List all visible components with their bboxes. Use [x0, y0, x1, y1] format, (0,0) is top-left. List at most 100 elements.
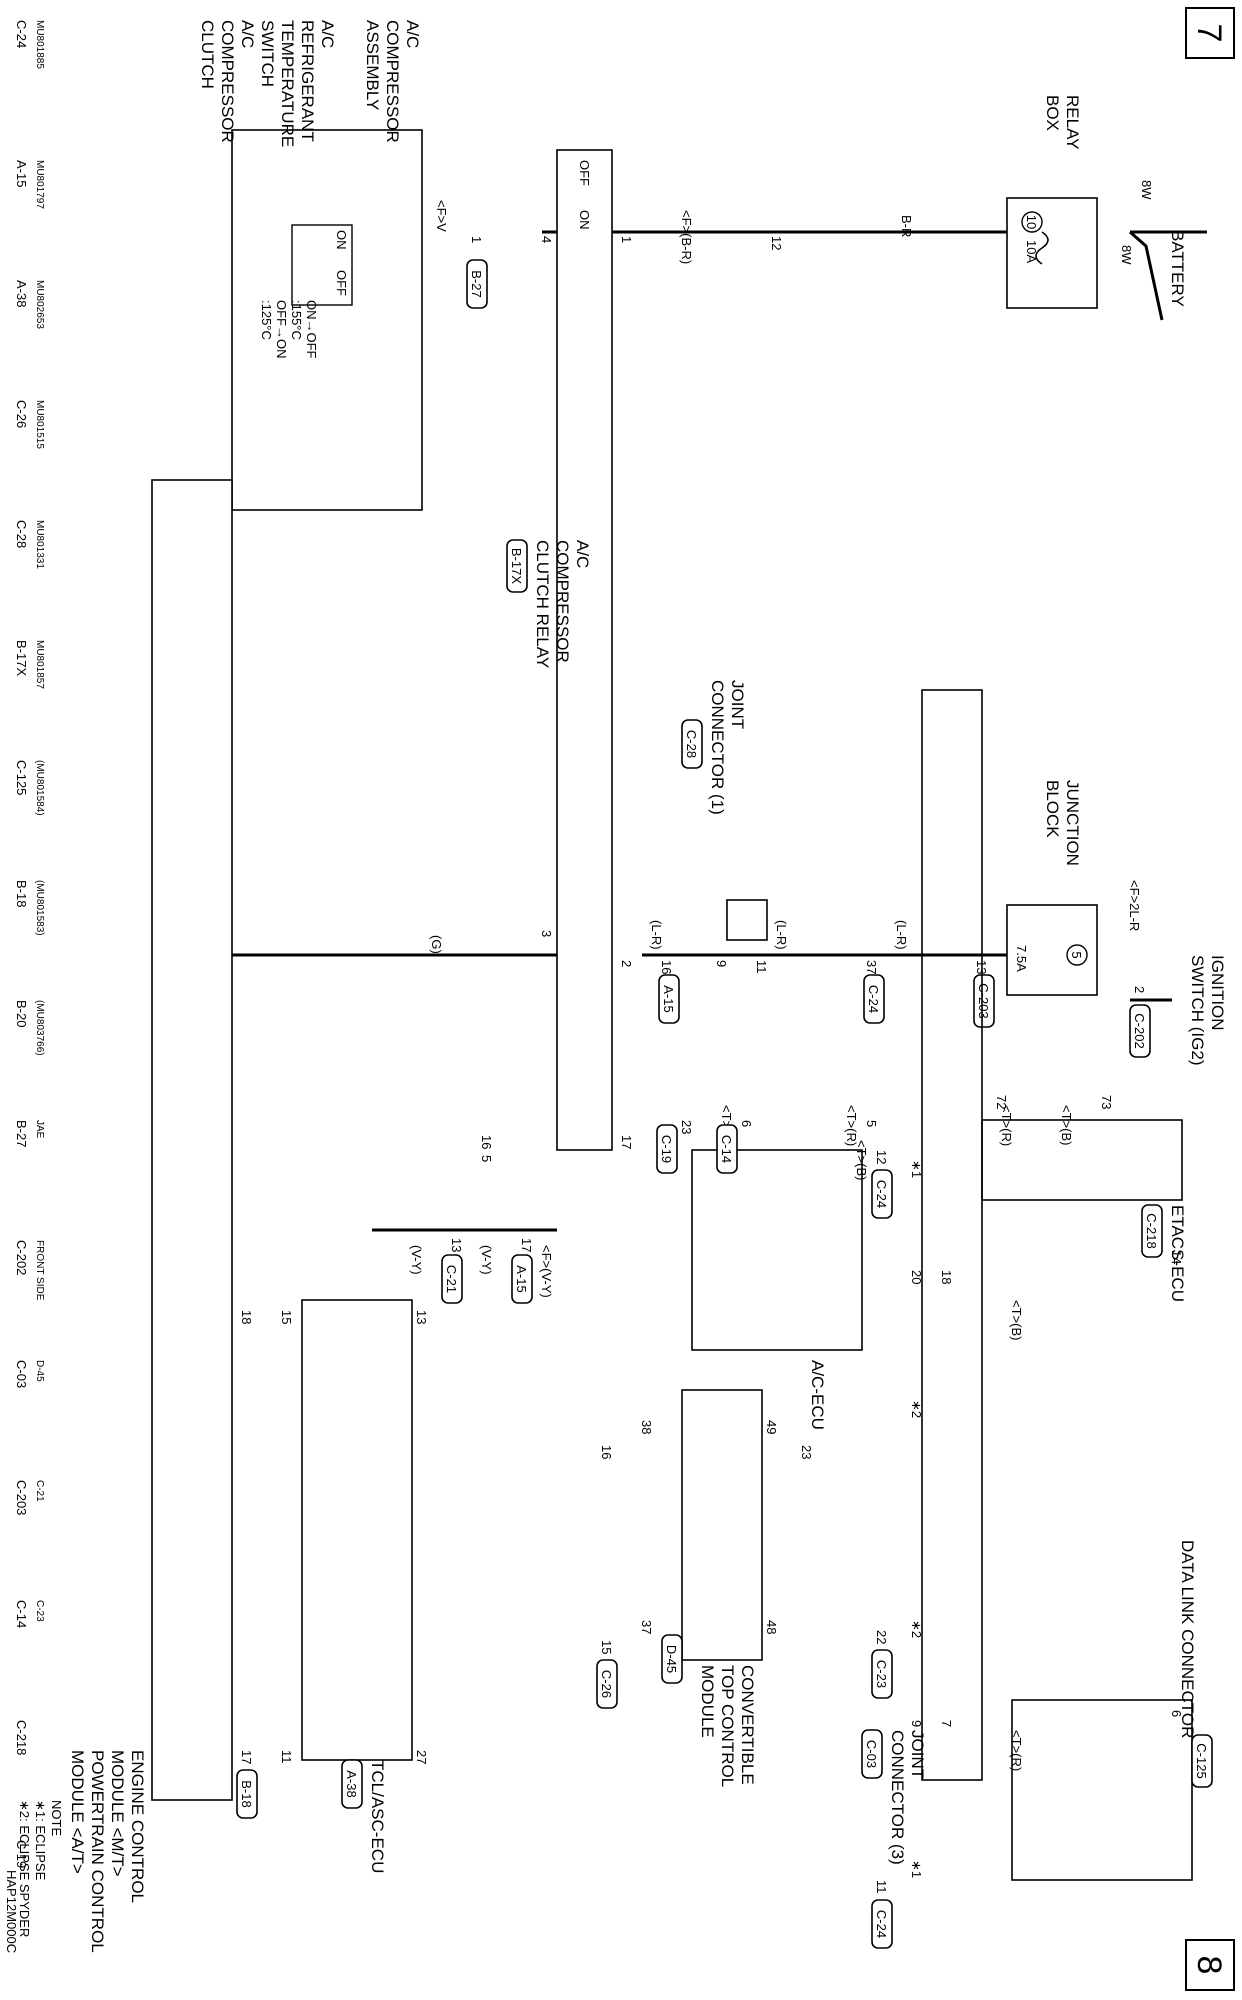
- svg-text:POWERTRAIN CONTROL: POWERTRAIN CONTROL: [88, 1750, 107, 1953]
- connector-tag-c202: C-202: [1129, 1004, 1151, 1058]
- svg-text:COMPRESSOR: COMPRESSOR: [218, 20, 237, 143]
- svg-text:<T>(R): <T>(R): [1009, 1730, 1024, 1771]
- svg-text:7: 7: [939, 1720, 954, 1727]
- svg-text:OFF: OFF: [334, 270, 349, 296]
- svg-text:ON: ON: [577, 210, 592, 230]
- svg-text:1: 1: [619, 236, 634, 243]
- connector-tag-c218: C-218: [1141, 1204, 1163, 1258]
- svg-text:18: 18: [239, 1310, 254, 1324]
- svg-text:HAP12M000C: HAP12M000C: [4, 1870, 19, 1953]
- svg-text:C-24: C-24: [14, 20, 29, 48]
- svg-text:C-14: C-14: [14, 1600, 29, 1628]
- svg-text:7: 7: [1190, 24, 1228, 43]
- svg-text:A-38: A-38: [344, 1770, 359, 1797]
- svg-text:A/C: A/C: [238, 20, 257, 48]
- svg-text:1: 1: [469, 236, 484, 243]
- connector-tag-c24-b: C-24: [871, 1169, 893, 1219]
- svg-text:CONVERTIBLE: CONVERTIBLE: [738, 1665, 757, 1785]
- svg-text:RELAY: RELAY: [1063, 95, 1082, 150]
- svg-text:(V-Y): (V-Y): [479, 1245, 494, 1275]
- svg-text:A-15: A-15: [14, 160, 29, 187]
- svg-text:37: 37: [864, 960, 879, 974]
- svg-text:(MU803766): (MU803766): [34, 1000, 45, 1056]
- svg-text:<F>(B-R): <F>(B-R): [679, 210, 694, 264]
- svg-text:DATA LINK CONNECTOR: DATA LINK CONNECTOR: [1178, 1540, 1197, 1738]
- svg-text:A/C: A/C: [318, 20, 337, 48]
- svg-text:A/C-ECU: A/C-ECU: [808, 1360, 827, 1430]
- svg-text:8W: 8W: [1139, 180, 1154, 200]
- battery-feed: BATTERY 8W 8W: [1119, 180, 1207, 321]
- svg-text:NOTE: NOTE: [49, 1800, 64, 1836]
- svg-text:MU801515: MU801515: [34, 400, 45, 449]
- connector-tag-a15-a: A-15: [658, 974, 680, 1024]
- svg-text:37: 37: [639, 1620, 654, 1634]
- svg-text:(L-R): (L-R): [649, 920, 664, 950]
- svg-text:B-18: B-18: [239, 1780, 254, 1807]
- connector-tag-b18: B-18: [236, 1769, 258, 1819]
- battery-label: BATTERY: [1168, 230, 1187, 307]
- svg-text:MU801331: MU801331: [34, 520, 45, 569]
- svg-text:38: 38: [639, 1420, 654, 1434]
- joint-connector-1: JOINT CONNECTOR (1) C-28: [681, 680, 768, 941]
- svg-text:COMPRESSOR: COMPRESSOR: [553, 540, 572, 663]
- svg-text:<F>(V-Y): <F>(V-Y): [539, 1245, 554, 1298]
- svg-text:OFF→ON: OFF→ON: [274, 300, 289, 359]
- svg-text:13: 13: [449, 1238, 464, 1252]
- svg-text:(L-R): (L-R): [894, 920, 909, 950]
- svg-text:A/C: A/C: [573, 540, 592, 568]
- footer-code: HAP12M000C: [4, 1870, 19, 1953]
- svg-text:ON→OFF: ON→OFF: [304, 300, 319, 359]
- connector-tag-c203: C-203: [973, 974, 995, 1028]
- connector-tag-c28: C-28: [681, 719, 703, 769]
- tb-tr-bus: <T>(B) ∗1 ∗2 ∗2 ∗1 12 C-24 11 C-24 22 C-…: [854, 1140, 924, 1949]
- connector-legend: C-24 A-15 A-38 C-26 C-28 B-17X C-125 B-1…: [14, 20, 45, 1868]
- svg-text:2: 2: [1132, 986, 1147, 993]
- etacs-ecu: ETACS-ECU C-218 72 73: [981, 1095, 1187, 1302]
- svg-text:13: 13: [414, 1310, 429, 1324]
- svg-text:48: 48: [764, 1620, 779, 1634]
- svg-text:ASSEMBLY: ASSEMBLY: [363, 20, 382, 110]
- svg-text:∗2: ∗2: [909, 1400, 924, 1418]
- svg-text:(L-R): (L-R): [774, 920, 789, 950]
- svg-text:A-38: A-38: [14, 280, 29, 307]
- svg-text:9: 9: [909, 1720, 924, 1727]
- svg-text:3: 3: [539, 930, 554, 937]
- svg-text:ON: ON: [334, 230, 349, 250]
- svg-text:C-14: C-14: [719, 1135, 734, 1163]
- svg-text:8: 8: [1190, 1956, 1228, 1975]
- svg-text:C-24: C-24: [874, 1180, 889, 1208]
- svg-text:A-15: A-15: [661, 985, 676, 1012]
- svg-text:MODULE: MODULE: [698, 1665, 717, 1738]
- tcl-asc-ecu: TCL/ASC-ECU A-38 13 27 15 11: [279, 1299, 429, 1873]
- svg-text:B-17X: B-17X: [509, 548, 524, 584]
- svg-text:ENGINE CONTROL: ENGINE CONTROL: [128, 1750, 147, 1903]
- svg-text:IGNITION: IGNITION: [1208, 955, 1227, 1031]
- svg-text:5: 5: [479, 1155, 494, 1162]
- connector-tag-c24-a: C-24: [863, 974, 885, 1024]
- svg-text:B-20: B-20: [14, 1000, 29, 1027]
- svg-text:C-26: C-26: [14, 400, 29, 428]
- svg-text:22: 22: [874, 1630, 889, 1644]
- svg-text:18: 18: [939, 1270, 954, 1284]
- svg-text:<T>(B): <T>(B): [1009, 1300, 1024, 1340]
- svg-text:C-24: C-24: [874, 1910, 889, 1938]
- svg-text:∗1: ∗1: [909, 1860, 924, 1878]
- svg-text:JOINT: JOINT: [728, 680, 747, 729]
- svg-text:SWITCH (IG2): SWITCH (IG2): [1188, 955, 1207, 1066]
- connector-tag-c23: C-23: [871, 1649, 893, 1699]
- svg-text:OFF: OFF: [577, 160, 592, 186]
- svg-text:16: 16: [659, 960, 674, 974]
- svg-text:<T>(B): <T>(B): [1059, 1105, 1074, 1145]
- fuse-10-rating: 10A: [1024, 240, 1039, 263]
- connector-tag-c24-c: C-24: [871, 1899, 893, 1949]
- svg-text:17: 17: [619, 1135, 634, 1149]
- vy-wire: <F>(V-Y) (V-Y) (V-Y) 17 A-15 13 C-21: [372, 1228, 557, 1304]
- svg-text:15: 15: [599, 1640, 614, 1654]
- svg-text:C-125: C-125: [14, 760, 29, 795]
- connector-tag-b17x: B-17X: [506, 539, 528, 593]
- svg-text:CLUTCH RELAY: CLUTCH RELAY: [533, 540, 552, 668]
- svg-text:16: 16: [599, 1445, 614, 1459]
- svg-text:BOX: BOX: [1043, 95, 1062, 131]
- svg-text:∗2: ECLIPSE SPYDER: ∗2: ECLIPSE SPYDER: [17, 1800, 32, 1937]
- svg-text:C-202: C-202: [1132, 1013, 1147, 1048]
